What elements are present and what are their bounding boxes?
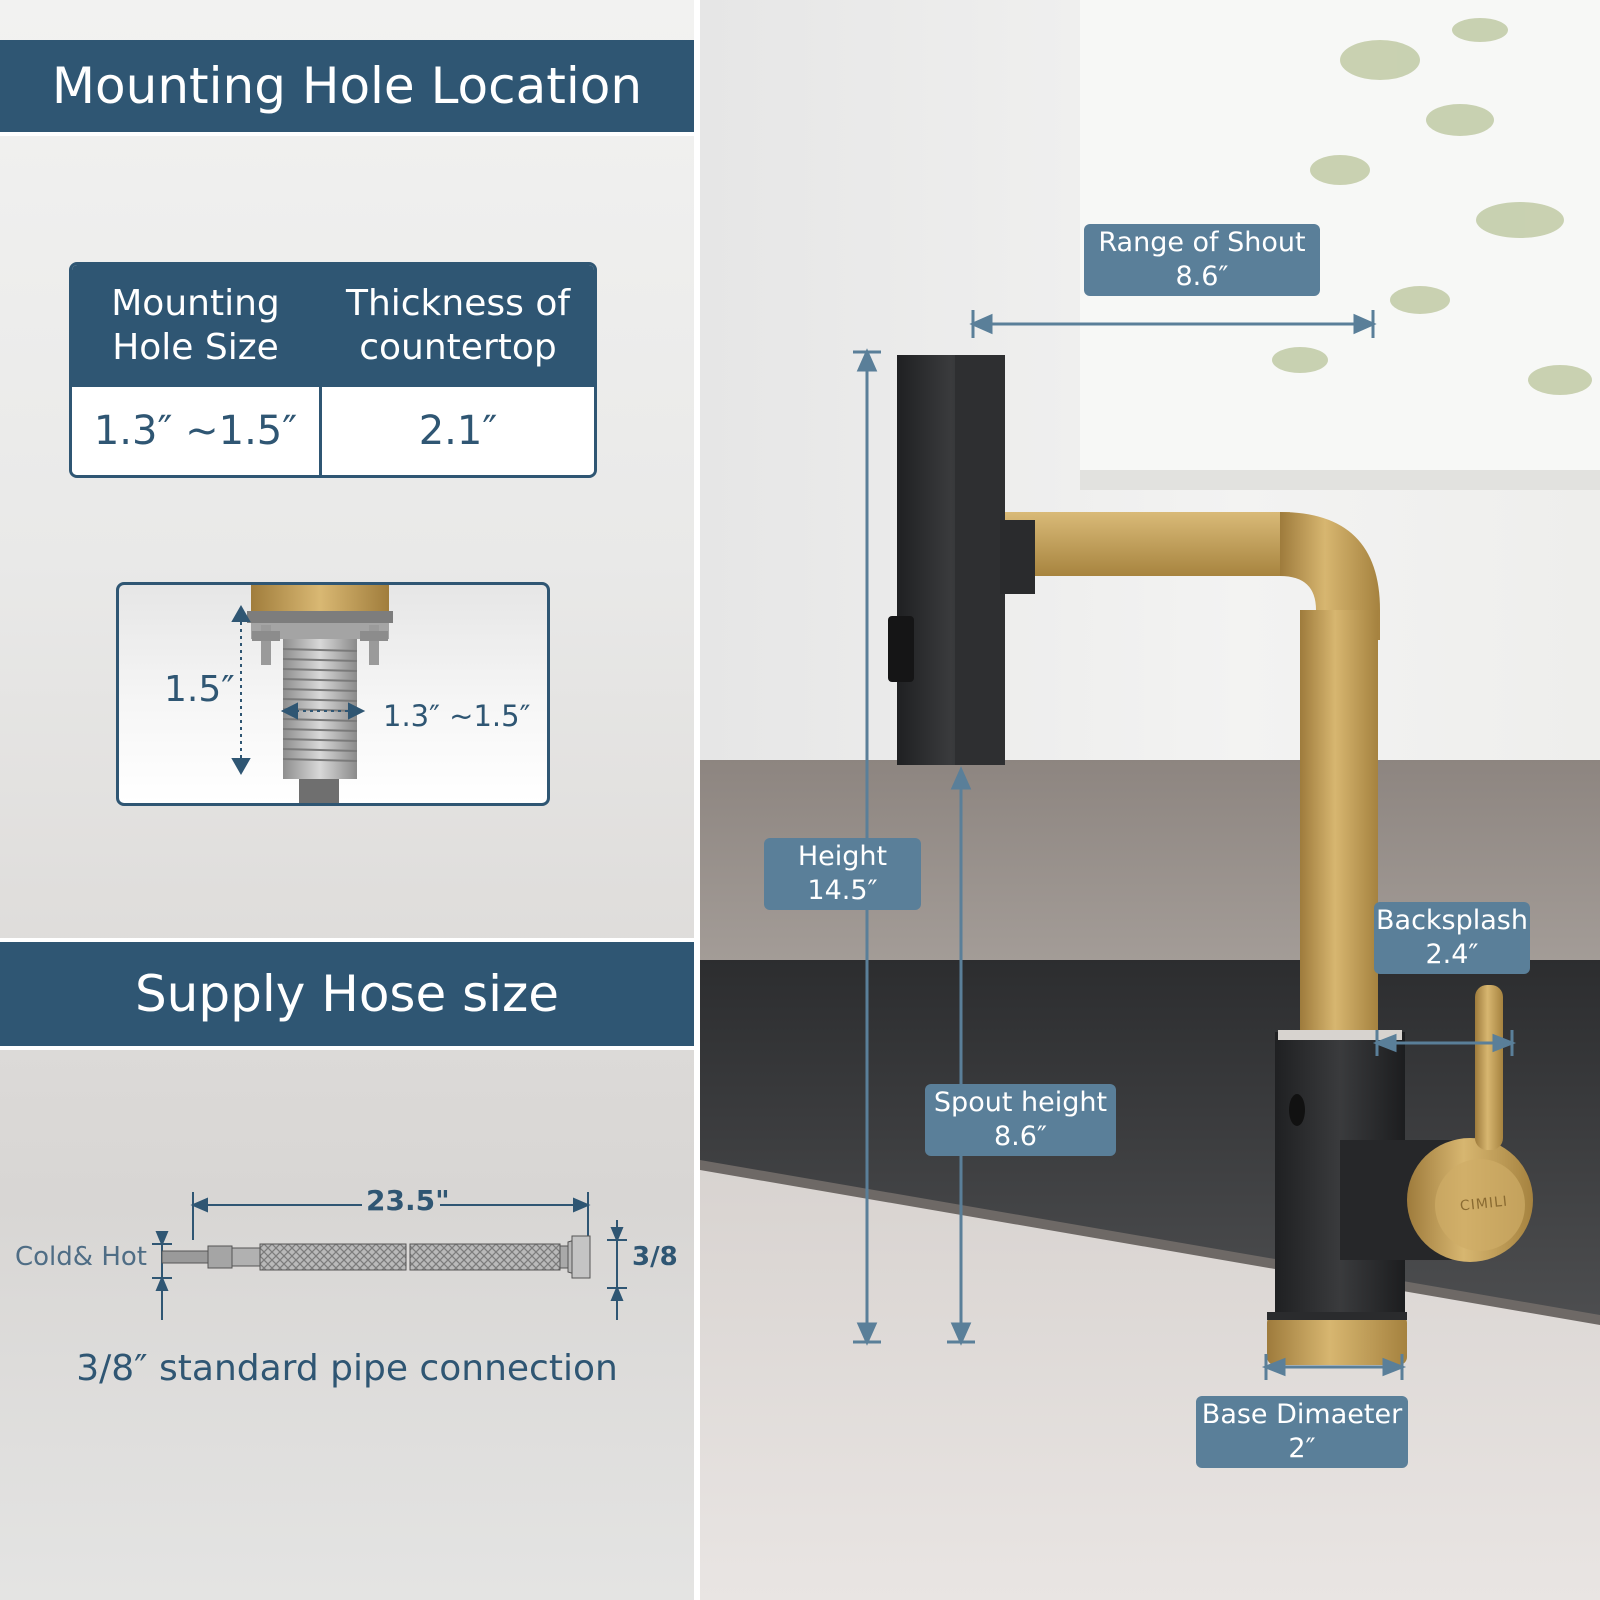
table-header-hole-size: Mounting Hole Size [72,265,322,387]
hose-length-label: 23.5" [366,1184,450,1217]
hose-right-label: 3/8 [632,1242,678,1272]
supply-hose-diagram: 23.5" Cold& Hot 3/8 [0,1180,694,1330]
hole-width-label: 1.3″ ~1.5″ [383,699,531,733]
backsplash-label: Backsplash 2.4″ [1374,902,1530,974]
base-diameter-title: Base Dimaeter [1201,1399,1403,1430]
height-title: Height [797,841,888,872]
supply-banner: Supply Hose size [0,938,694,1050]
spout-height-title: Spout height [933,1087,1108,1118]
hose-caption: 3/8″ standard pipe connection [76,1348,618,1389]
mounting-hole-diagram: 1.5″ 1.3″ ~1.5″ [116,582,550,806]
backsplash-title: Backsplash [1376,905,1528,936]
hose-illustration [152,1192,627,1330]
range-label: Range of Shout 8.6″ [1084,224,1320,296]
faucet-photo: CIMILI [700,0,1600,1600]
range-title: Range of Shout [1098,227,1306,258]
table-value-hole-size: 1.3″ ~1.5″ [72,387,322,475]
table-header-countertop: Thickness of countertop [322,265,594,387]
height-label: Height 14.5″ [764,838,921,910]
mounting-banner: Mounting Hole Location [0,40,694,136]
spout-height-value: 8.6″ [993,1121,1048,1152]
backsplash-value: 2.4″ [1425,939,1479,970]
mounting-spec-table: Mounting Hole Size Thickness of countert… [69,262,597,478]
hole-height-label: 1.5″ [164,669,235,710]
threaded-shank-illustration [231,585,393,803]
faucet-scene [700,0,1600,1600]
hose-left-label: Cold& Hot [15,1242,147,1272]
spout-height-label: Spout height 8.6″ [925,1084,1116,1156]
range-value: 8.6″ [1175,261,1229,292]
base-diameter-label: Base Dimaeter 2″ [1196,1396,1408,1468]
table-value-countertop: 2.1″ [322,387,594,475]
base-diameter-value: 2″ [1288,1433,1316,1464]
panel-divider [694,0,700,1600]
height-value: 14.5″ [807,875,878,906]
